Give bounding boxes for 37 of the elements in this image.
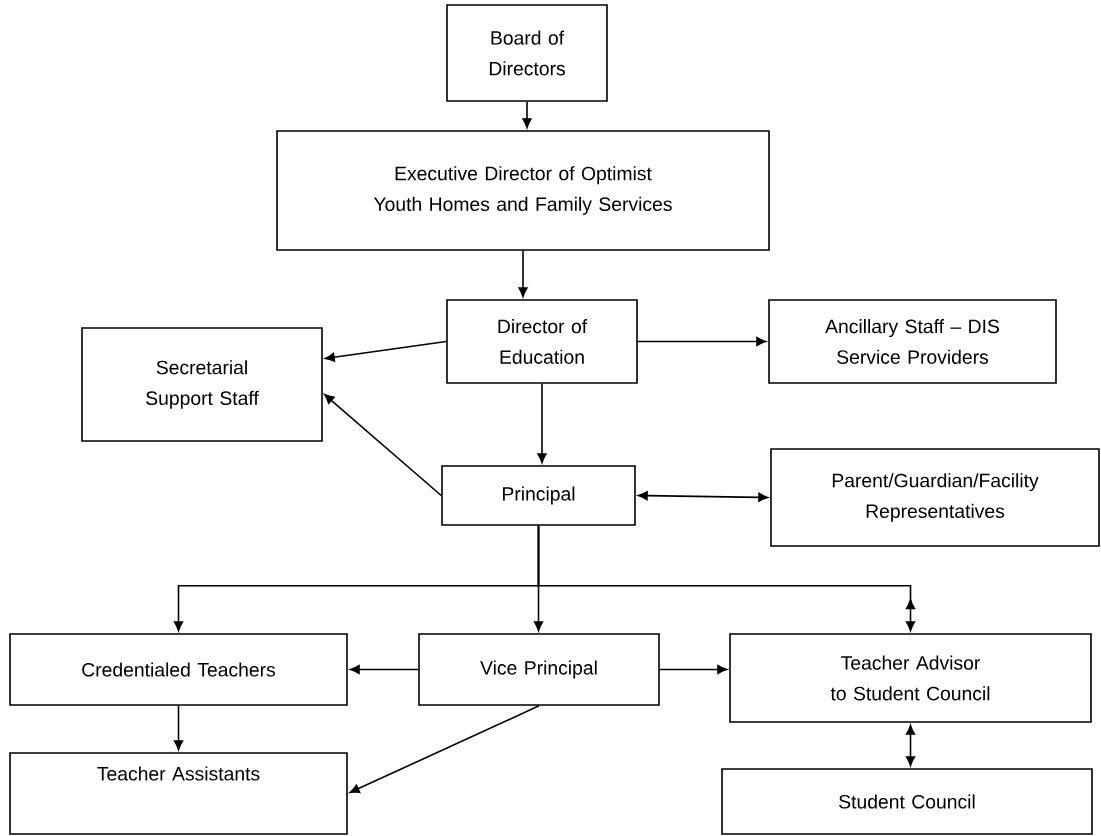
box [418,633,660,706]
arrow [537,525,916,632]
box-label: Student Council [839,794,975,809]
box-label: Board of Directors [489,30,565,76]
arrow [349,664,419,675]
box [729,633,1092,723]
box [770,448,1100,547]
box-label: Secretarial Support Staff [146,360,259,409]
box [9,752,348,835]
box-label: Ancillary Staff – DIS Service Providers [825,319,999,364]
arrow [324,394,442,497]
box-label: Teacher Advisor to Student Council [830,655,990,701]
arrow [537,383,547,464]
box [81,327,323,442]
box [276,130,770,251]
box [721,768,1093,835]
arrow [518,250,528,298]
arrow [637,491,769,502]
arrow [905,724,916,767]
box-label: Executive Director of Optimist Youth Homes and Family Services [373,166,672,215]
box [9,633,348,706]
box [446,299,638,384]
box-label: Principal [503,486,575,505]
box-label: Director of Education [498,319,588,364]
arrow [659,664,728,675]
box-label: Parent/Guardian/Facility Representatives [832,473,1039,522]
box [768,299,1057,384]
box-label: Credentialed Teachers [82,662,276,677]
box-label: Teacher Assistants [97,766,260,781]
arrow [522,101,532,129]
arrow [637,336,767,347]
box [446,4,608,102]
box-label: Vice Principal [480,660,597,679]
arrow [349,705,540,794]
arrow [324,340,447,362]
arrow [173,705,184,751]
box [441,465,636,526]
